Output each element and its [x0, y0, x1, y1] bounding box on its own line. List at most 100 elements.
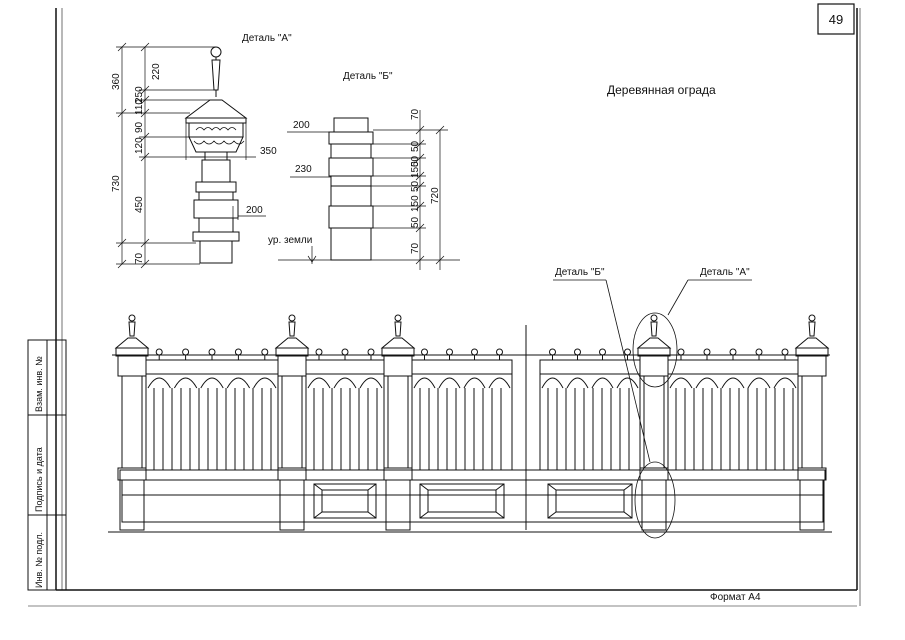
panel-arch — [333, 377, 357, 389]
callouts: Деталь "Б" Деталь "А" — [553, 267, 752, 539]
detail-a-dimensions-left — [116, 42, 216, 269]
panel-ball — [315, 348, 323, 356]
detail-a-dim-110: 110 — [134, 99, 145, 115]
panel-recess-bevel — [623, 511, 633, 519]
post-finial-ball — [808, 314, 816, 322]
detail-b-dim-50-b: 50 — [410, 155, 421, 167]
fence-panel — [667, 348, 799, 471]
post-head — [383, 355, 413, 377]
title-block: Взам. инв. № Подпись и дата Инв. № подл. — [27, 339, 67, 591]
title-block-cell-replace: Взам. инв. № — [34, 356, 44, 412]
panel-recess-bevel — [313, 511, 323, 519]
post-head — [277, 355, 307, 377]
panel-ball — [182, 348, 190, 356]
panel-ball — [496, 348, 503, 356]
post-base — [279, 479, 305, 531]
detail-a-dim-70-left: 70 — [134, 252, 145, 264]
detail-b-dim-150-a: 150 — [410, 161, 421, 178]
fence-elevation — [108, 314, 832, 533]
detail-a-dim-250: 250 — [134, 86, 145, 103]
panel-arch — [669, 377, 693, 389]
panel-arch — [695, 377, 719, 389]
panel-ball — [755, 348, 763, 356]
panel-arch — [488, 377, 511, 389]
detail-b-dim-200: 200 — [293, 120, 310, 131]
panel-arch — [591, 377, 614, 389]
callout-detail-b: Деталь "Б" — [555, 267, 605, 278]
post-cap — [636, 337, 672, 349]
panel-arch — [773, 377, 797, 389]
post-finial — [394, 321, 402, 337]
page-number: 49 — [829, 12, 843, 27]
sheet-frame — [28, 8, 861, 607]
panel-recess-bevel — [367, 483, 377, 491]
panel-recess-outer — [419, 483, 505, 519]
detail-a: Деталь "А" — [111, 33, 292, 269]
fence-panel — [305, 348, 385, 519]
detail-a-post — [184, 46, 248, 264]
detail-b-dim-50-c: 50 — [410, 180, 421, 192]
fence-plinth-rail — [119, 469, 826, 481]
detail-b-highlight — [634, 461, 676, 539]
panel-recess-bevel — [547, 483, 557, 491]
panel-ball — [261, 348, 269, 356]
detail-b-dim-230: 230 — [295, 164, 312, 175]
panel-frame — [539, 373, 641, 471]
post-finial-ball — [394, 314, 402, 322]
panel-arch — [226, 377, 251, 389]
detail-b: Деталь "Б" — [268, 71, 460, 270]
panel-recess-outer — [547, 483, 633, 519]
panel-recess-bevel — [367, 511, 377, 519]
post-head — [797, 355, 827, 377]
panel-arch — [173, 377, 198, 389]
panel-arch — [566, 377, 589, 389]
panel-top-rail — [539, 359, 641, 375]
detail-a-highlight — [632, 312, 678, 388]
fence-plinth — [121, 479, 824, 523]
detail-a-dim-90: 90 — [134, 121, 145, 133]
fence-panel — [539, 348, 641, 519]
detail-a-dim-200: 200 — [246, 205, 263, 216]
page-number-box: 49 — [817, 3, 855, 35]
panel-arch — [359, 377, 383, 389]
fence-post — [636, 314, 672, 531]
post-finial — [288, 321, 296, 337]
panel-ball — [234, 348, 242, 356]
post-base — [799, 479, 825, 531]
panel-ball — [624, 348, 631, 356]
panel-top-rail — [667, 359, 799, 375]
panel-ball — [729, 348, 737, 356]
callout-detail-a: Деталь "А" — [700, 267, 750, 278]
title-block-cell-inventory: Инв. № подл. — [34, 532, 44, 588]
post-shaft — [643, 375, 665, 469]
post-cap — [380, 337, 416, 349]
panel-top-rail — [411, 359, 513, 375]
panel-arch — [721, 377, 745, 389]
panel-arch — [616, 377, 639, 389]
fence-post — [274, 314, 310, 531]
panel-recess-bevel — [495, 483, 505, 491]
post-shaft — [801, 375, 823, 469]
panel-recess-bevel — [547, 511, 557, 519]
detail-a-dim-360: 360 — [111, 73, 122, 90]
detail-b-dim-50-a: 50 — [410, 140, 421, 152]
detail-a-dim-220: 220 — [151, 63, 162, 80]
panel-ball — [367, 348, 375, 356]
post-base — [641, 479, 667, 531]
panel-arch — [438, 377, 461, 389]
detail-b-dim-70-bottom: 70 — [410, 242, 421, 254]
panel-ball — [599, 348, 606, 356]
panel-ball — [446, 348, 453, 356]
post-cap — [794, 337, 830, 349]
post-finial — [128, 321, 136, 337]
panel-ball — [574, 348, 581, 356]
panel-arch — [541, 377, 564, 389]
post-finial — [808, 321, 816, 337]
panel-recess-bevel — [419, 483, 429, 491]
post-shaft — [281, 375, 303, 469]
panel-ball — [781, 348, 789, 356]
panel-ball — [703, 348, 711, 356]
panel-ball — [549, 348, 556, 356]
panel-ball — [341, 348, 349, 356]
detail-a-dim-450: 450 — [134, 196, 145, 213]
